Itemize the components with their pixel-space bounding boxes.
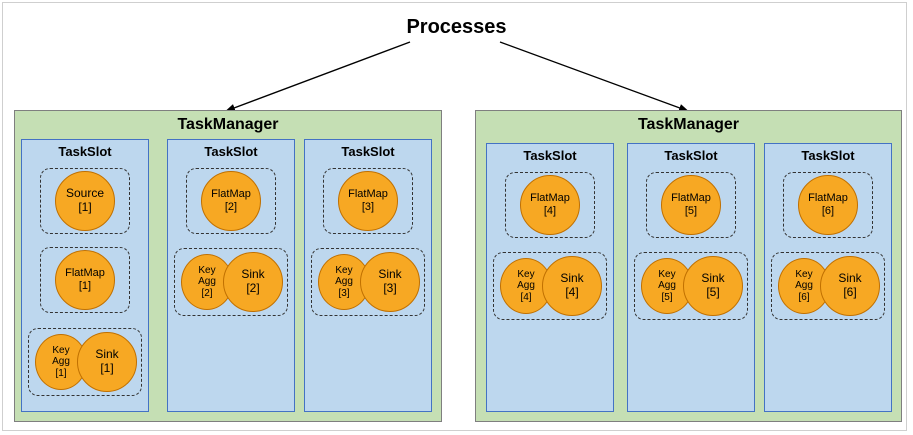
taskslot-2: TaskSlot FlatMap [2] Key Agg [2] Sink [2… (167, 139, 295, 412)
operator-group: FlatMap [4] (505, 172, 595, 238)
taskslot-1: TaskSlot Source [1] FlatMap [1] Key Agg … (21, 139, 149, 412)
operator-flatmap: FlatMap [6] (798, 175, 858, 235)
arrow-to-taskmanager-2 (499, 41, 689, 112)
operator-group: FlatMap [6] (783, 172, 873, 238)
operator-group: Key Agg [3] Sink [3] (311, 248, 425, 316)
taskmanager-label: TaskManager (177, 116, 279, 133)
operator-sink: Sink [2] (223, 252, 283, 312)
operator-group: Key Agg [2] Sink [2] (174, 248, 288, 316)
operator-group: Key Agg [1] Sink [1] (28, 328, 142, 396)
operator-flatmap: FlatMap [4] (520, 175, 580, 235)
operator-group: FlatMap [5] (646, 172, 736, 238)
operator-flatmap: FlatMap [3] (338, 171, 398, 231)
arrow-to-taskmanager-1 (225, 41, 411, 112)
taskslot-label: TaskSlot (204, 144, 258, 159)
taskslot-label: TaskSlot (664, 148, 718, 163)
operator-group: Source [1] (40, 168, 130, 234)
operator-group: Key Agg [6] Sink [6] (771, 252, 885, 320)
diagram-frame (2, 2, 907, 431)
taskmanager-label: TaskManager (637, 116, 740, 133)
operator-sink: Sink [4] (542, 256, 602, 316)
operator-flatmap: FlatMap [2] (201, 171, 261, 231)
operator-group: Key Agg [4] Sink [4] (493, 252, 607, 320)
taskslot-label: TaskSlot (523, 148, 577, 163)
operator-group: FlatMap [1] (40, 247, 130, 313)
taskmanager-1: TaskManager TaskSlot Source [1] FlatMap … (14, 110, 442, 422)
taskslot-3: TaskSlot FlatMap [3] Key Agg [3] Sink [3… (304, 139, 432, 412)
taskslot-label: TaskSlot (801, 148, 855, 163)
operator-group: FlatMap [2] (186, 168, 276, 234)
taskslot-label: TaskSlot (58, 144, 112, 159)
operator-group: Key Agg [5] Sink [5] (634, 252, 748, 320)
operator-flatmap: FlatMap [1] (55, 250, 115, 310)
operator-group: FlatMap [3] (323, 168, 413, 234)
operator-key-agg: Key Agg [1] (35, 334, 87, 390)
operator-sink: Sink [3] (360, 252, 420, 312)
operator-sink: Sink [6] (820, 256, 880, 316)
taskslot-4: TaskSlot FlatMap [4] Key Agg [4] Sink [4… (486, 143, 614, 412)
taskslot-label: TaskSlot (341, 144, 395, 159)
taskslot-5: TaskSlot FlatMap [5] Key Agg [5] Sink [5… (627, 143, 755, 412)
taskmanager-2: TaskManager TaskSlot FlatMap [4] Key Agg… (475, 110, 902, 422)
operator-sink: Sink [5] (683, 256, 743, 316)
operator-source: Source [1] (55, 171, 115, 231)
operator-sink: Sink [1] (77, 332, 137, 392)
operator-flatmap: FlatMap [5] (661, 175, 721, 235)
processes-title: Processes (406, 16, 507, 38)
taskslot-6: TaskSlot FlatMap [6] Key Agg [6] Sink [6… (764, 143, 892, 412)
operator-key-agg: Key Agg [6] (778, 258, 830, 314)
